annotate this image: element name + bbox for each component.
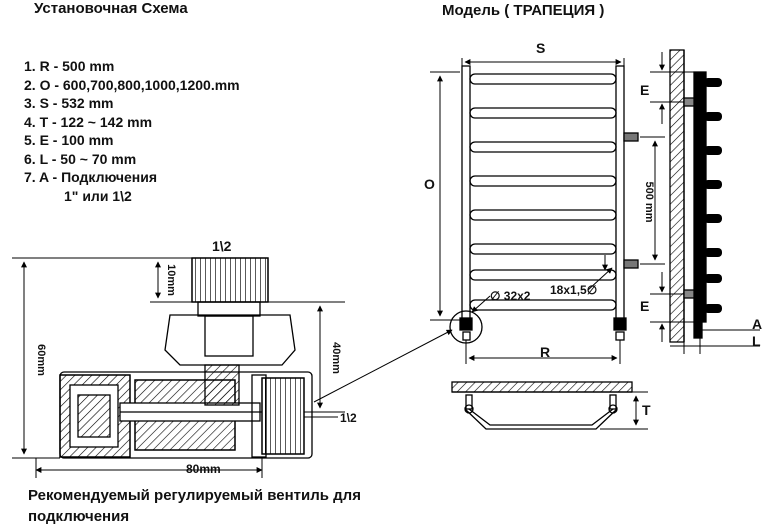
valve-drawing — [59, 257, 313, 459]
top-view-dimensions — [600, 391, 648, 430]
model-title: Модель ( ТРАПЕЦИЯ ) — [442, 2, 605, 19]
valve-dimensions — [12, 257, 453, 478]
spec-item-3: 3. S - 532 mm — [24, 95, 114, 111]
dim-40mm-label: 40mm — [330, 342, 342, 374]
spec-item-5: 5. E - 100 mm — [24, 132, 114, 148]
spec-item-7: 7. A - Подключения — [24, 169, 158, 185]
rail-dimensions — [430, 71, 665, 364]
dim-s-label: S — [536, 40, 546, 56]
spec-item-7-continuation: 1" или 1\2 — [64, 187, 132, 204]
dim-o-label: O — [424, 176, 435, 192]
valve-caption: Рекомендуемый регулируемый вентиль для п… — [28, 487, 361, 525]
side-dimensions — [650, 52, 760, 354]
spec-item-2: 2. O - 600,700,800,1000,1200.mm — [24, 76, 240, 93]
dim-e-bottom-label: E — [640, 298, 650, 314]
pipe-size-label: ∅ 32x2 — [490, 289, 531, 303]
spec-item-4: 4. T - 122 ~ 142 mm — [24, 113, 153, 130]
dim-a-label: A — [752, 316, 763, 332]
rail-front-view — [449, 58, 639, 344]
side-thread-label: 1\2 — [340, 411, 357, 425]
rail-top-view — [451, 381, 633, 430]
spec-item-1: 1. R - 500 mm — [24, 58, 115, 74]
dim-t-label: T — [642, 402, 651, 418]
installation-scheme-title: Установочная Схема — [34, 0, 188, 17]
spec-list: 1. R - 500 mm 2. O - 600,700,800,1000,12… — [24, 57, 240, 205]
spec-item-6: 6. L - 50 ~ 70 mm — [24, 150, 137, 167]
dim-60mm-label: 60mm — [35, 344, 47, 376]
dim-e-top-label: E — [640, 82, 650, 98]
dim-r-label: R — [540, 344, 551, 360]
rail-side-view — [669, 49, 722, 343]
rung-size-label: 18x1,5∅ — [550, 283, 598, 297]
dim-10mm-label: 10mm — [165, 264, 177, 296]
top-thread-label: 1\2 — [212, 238, 232, 254]
dim-80mm-label: 80mm — [186, 462, 221, 476]
dim-500mm-label: 500 mm — [643, 182, 655, 223]
dim-l-label: L — [752, 333, 761, 349]
